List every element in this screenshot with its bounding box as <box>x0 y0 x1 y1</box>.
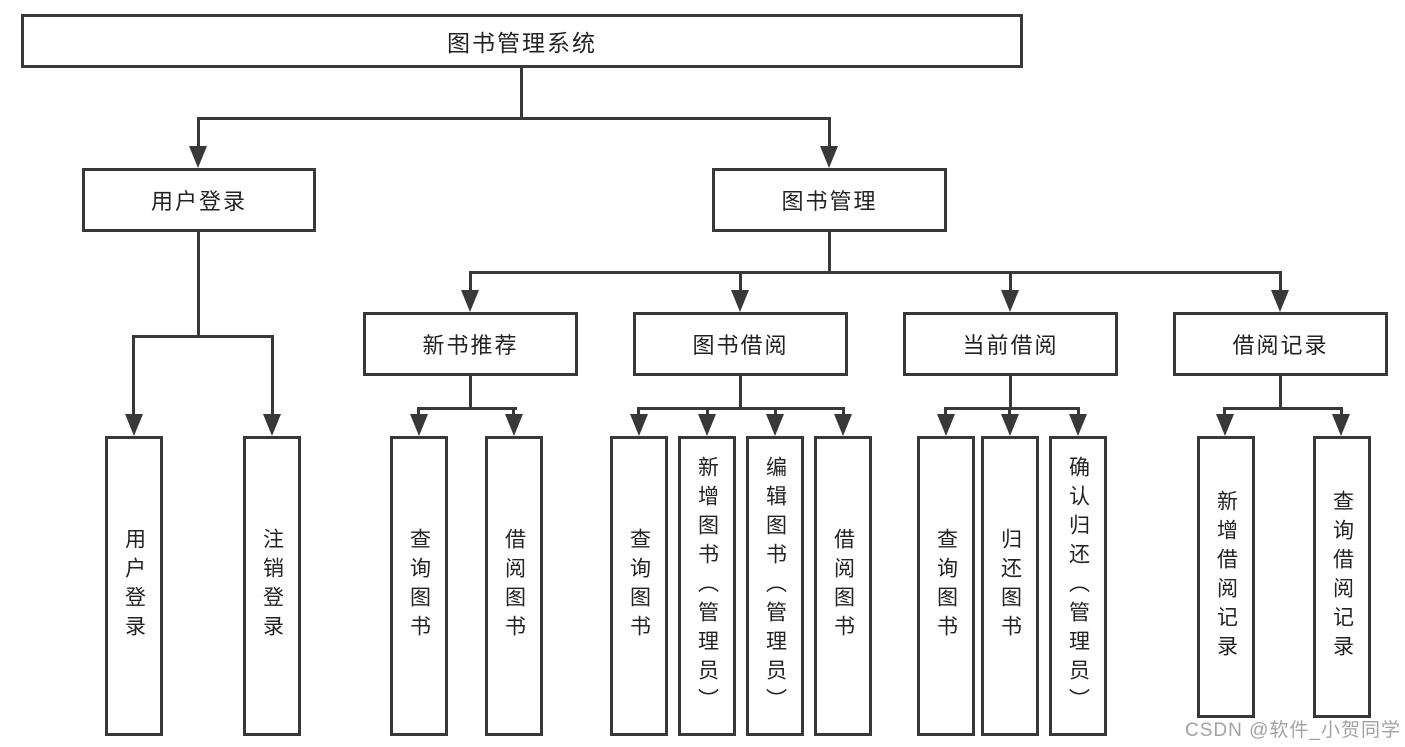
connector-new-book-stem <box>469 376 472 410</box>
leaf-borrow-books-borrowing: 借阅图书 <box>814 436 872 736</box>
arrowhead-borrowing-records <box>1271 290 1289 312</box>
leaf-query-books-borrowing-label: 查询图书 <box>627 528 651 644</box>
connector-borrowing-records-stem <box>1279 376 1282 410</box>
arrowhead-query-books-2 <box>630 414 648 436</box>
node-borrowing-records: 借阅记录 <box>1173 312 1388 376</box>
connector-new-book-l1 <box>417 410 420 416</box>
leaf-borrow-books-recommend-label: 借阅图书 <box>502 528 526 644</box>
leaf-query-books-recommend-label: 查询图书 <box>407 528 431 644</box>
connector-book-borrowing-stem <box>739 376 742 410</box>
connector-br-l1 <box>1223 410 1226 416</box>
leaf-logout-label: 注销登录 <box>260 528 284 644</box>
arrowhead-confirm-return <box>1069 414 1087 436</box>
arrowhead-leaf-logout <box>263 414 281 436</box>
leaf-add-books-admin: 新增图书（管理员） <box>678 436 736 736</box>
connector-cb-l1 <box>944 410 947 416</box>
connector-root-hbar <box>197 117 831 120</box>
arrowhead-query-books-3 <box>937 414 955 436</box>
connector-to-book-borrowing <box>739 274 742 291</box>
leaf-add-borrow-record: 新增借阅记录 <box>1197 436 1255 718</box>
connector-cb-l3 <box>1077 410 1080 416</box>
connector-bb-l3 <box>774 410 777 416</box>
node-book-borrowing-label: 图书借阅 <box>692 333 789 358</box>
connector-to-current-borrowing <box>1009 274 1012 291</box>
connector-current-borrowing-hbar <box>944 407 1080 410</box>
leaf-query-books-current-label: 查询图书 <box>934 528 958 644</box>
leaf-add-borrow-record-label: 新增借阅记录 <box>1214 490 1238 664</box>
leaf-confirm-return-admin-label: 确认归还（管理员） <box>1066 455 1090 717</box>
arrowhead-book-management <box>820 146 838 168</box>
connector-borrowing-records-hbar <box>1223 407 1343 410</box>
connector-book-borrowing-hbar <box>637 407 845 410</box>
connector-to-book-management <box>828 120 831 151</box>
leaf-query-borrow-record-label: 查询借阅记录 <box>1330 490 1354 664</box>
node-current-borrowing-label: 当前借阅 <box>962 333 1059 358</box>
connector-bb-l4 <box>842 410 845 416</box>
connector-current-borrowing-stem <box>1009 376 1012 410</box>
connector-br-l2 <box>1340 410 1343 416</box>
arrowhead-user-login <box>189 146 207 168</box>
node-new-book-recommendation-label: 新书推荐 <box>422 333 519 358</box>
leaf-return-books: 归还图书 <box>981 436 1039 736</box>
connector-book-management-hbar <box>469 271 1282 274</box>
leaf-logout: 注销登录 <box>243 436 301 736</box>
connector-bb-l2 <box>706 410 709 416</box>
arrowhead-new-book <box>461 290 479 312</box>
node-user-login: 用户登录 <box>82 168 316 232</box>
node-book-borrowing: 图书借阅 <box>633 312 848 376</box>
leaf-query-books-recommend: 查询图书 <box>390 436 448 736</box>
connector-book-management-stem <box>828 232 831 274</box>
arrowhead-current-borrowing <box>1001 290 1019 312</box>
arrowhead-return-books <box>1001 414 1019 436</box>
node-current-borrowing: 当前借阅 <box>903 312 1118 376</box>
connector-to-leaf-logout <box>271 338 274 415</box>
arrowhead-borrow-books-1 <box>505 414 523 436</box>
node-user-login-label: 用户登录 <box>150 189 247 214</box>
arrowhead-leaf-user-login <box>125 414 143 436</box>
arrowhead-query-borrow-record <box>1332 414 1350 436</box>
leaf-edit-books-admin: 编辑图书（管理员） <box>746 436 804 736</box>
connector-new-book-l2 <box>512 410 515 416</box>
leaf-return-books-label: 归还图书 <box>998 528 1022 644</box>
connector-user-login-stem <box>197 232 200 338</box>
leaf-add-books-admin-label: 新增图书（管理员） <box>695 455 719 717</box>
arrowhead-add-books <box>698 414 716 436</box>
arrowhead-borrow-books-2 <box>834 414 852 436</box>
leaf-user-login-label: 用户登录 <box>122 528 146 644</box>
leaf-borrow-books-recommend: 借阅图书 <box>485 436 543 736</box>
leaf-confirm-return-admin: 确认归还（管理员） <box>1049 436 1107 736</box>
connector-cb-l2 <box>1008 410 1011 416</box>
leaf-borrow-books-borrowing-label: 借阅图书 <box>831 528 855 644</box>
connector-new-book-hbar <box>417 407 517 410</box>
leaf-user-login: 用户登录 <box>105 436 163 736</box>
arrowhead-add-borrow-record <box>1216 414 1234 436</box>
connector-bb-l1 <box>637 410 640 416</box>
node-new-book-recommendation: 新书推荐 <box>363 312 578 376</box>
arrowhead-book-borrowing <box>731 290 749 312</box>
node-library-system: 图书管理系统 <box>21 14 1023 68</box>
arrowhead-edit-books <box>766 414 784 436</box>
connector-to-new-book <box>469 274 472 291</box>
leaf-query-books-borrowing: 查询图书 <box>610 436 668 736</box>
leaf-query-borrow-record: 查询借阅记录 <box>1313 436 1371 718</box>
node-borrowing-records-label: 借阅记录 <box>1232 333 1329 358</box>
node-book-management-label: 图书管理 <box>781 189 878 214</box>
connector-to-user-login <box>197 120 200 151</box>
leaf-edit-books-admin-label: 编辑图书（管理员） <box>763 455 787 717</box>
node-library-system-label: 图书管理系统 <box>447 30 597 56</box>
connector-to-leaf-user-login <box>132 338 135 415</box>
leaf-query-books-current: 查询图书 <box>917 436 975 736</box>
watermark: CSDN @软件_小贺同学 <box>1185 720 1401 741</box>
connector-user-login-hbar <box>132 335 274 338</box>
connector-root-stem <box>520 68 523 120</box>
arrowhead-query-books-1 <box>410 414 428 436</box>
node-book-management: 图书管理 <box>712 168 947 232</box>
connector-to-borrowing-records <box>1279 274 1282 291</box>
